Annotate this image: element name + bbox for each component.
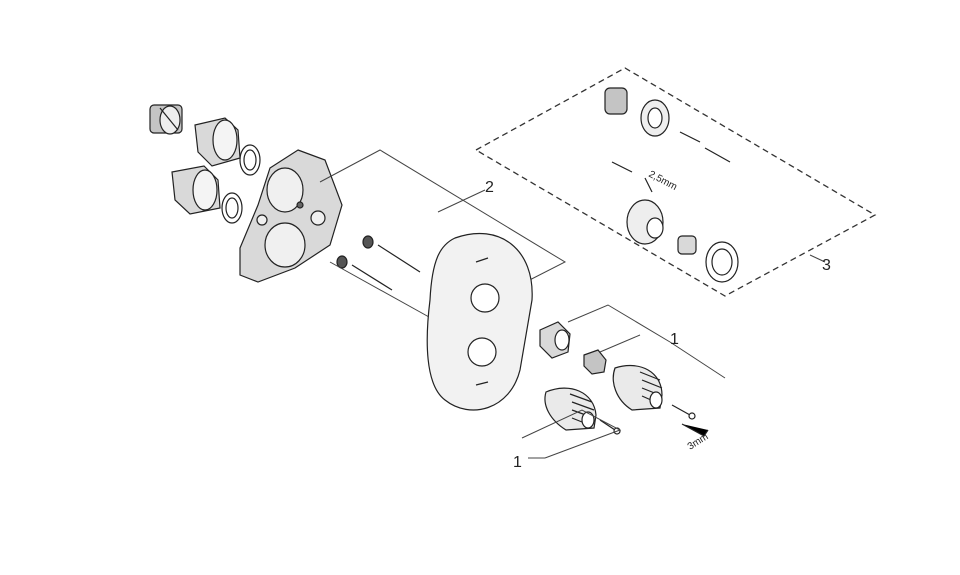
mounting-plate <box>239 149 343 283</box>
dimension-label-3mm: 3mm <box>686 431 711 452</box>
lower-lock-ring <box>221 192 243 224</box>
kit-parts <box>604 87 739 283</box>
service-kit-box <box>474 67 877 297</box>
callout-label-3: 3 <box>822 257 831 274</box>
small-adapter <box>583 349 607 375</box>
upper-lock-ring <box>239 144 261 176</box>
valve-body <box>149 104 183 135</box>
callout-label-1-bottom: 1 <box>513 454 522 471</box>
dimension-label-2-5mm: 2,5mm <box>647 169 679 193</box>
upper-adapter <box>539 321 571 359</box>
callout-1-bottom-leader <box>521 409 622 459</box>
lower-handle <box>544 387 597 431</box>
callout-2-leader <box>319 149 567 323</box>
hex-key-3mm <box>681 423 709 437</box>
upper-sleeve <box>194 117 241 167</box>
callout-label-2: 2 <box>485 179 494 196</box>
long-screws <box>336 235 421 291</box>
callout-1-top-leader <box>567 304 726 379</box>
lower-sleeve <box>171 165 221 215</box>
callout-label-1-top: 1 <box>670 331 679 348</box>
escutcheon-plate <box>426 232 533 411</box>
upper-handle <box>612 364 663 411</box>
